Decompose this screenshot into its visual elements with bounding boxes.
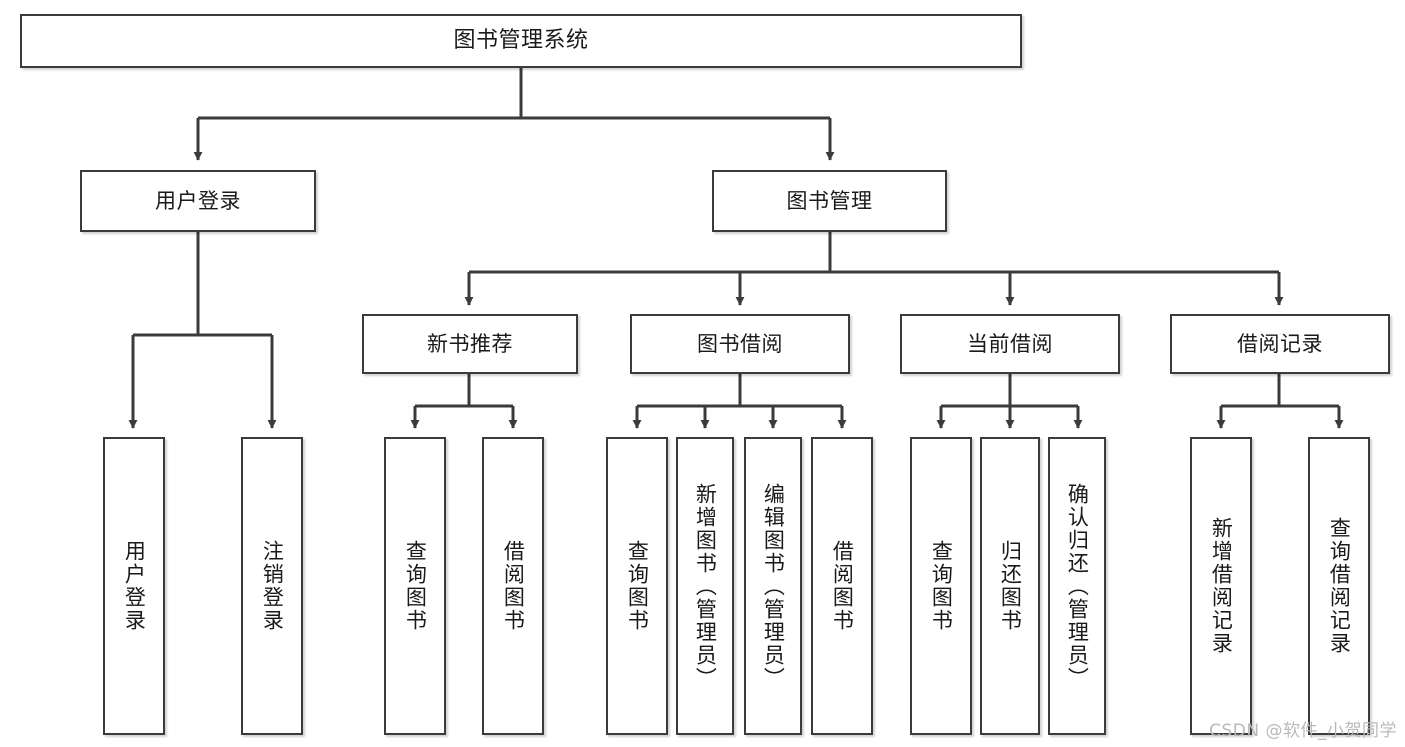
- node-leaf-confirm-return[interactable]: 确认归还（管理员）: [1048, 437, 1106, 735]
- node-leaf-add-book-label: 新增图书（管理员）: [693, 482, 718, 690]
- node-leaf-user-login[interactable]: 用户登录: [103, 437, 165, 735]
- node-leaf-return-book[interactable]: 归还图书: [980, 437, 1040, 735]
- node-root[interactable]: 图书管理系统: [20, 14, 1022, 68]
- node-leaf-borrow-book-2-label: 借阅图书: [830, 540, 855, 632]
- node-new-book-rec-label: 新书推荐: [427, 331, 513, 356]
- node-root-label: 图书管理系统: [453, 28, 589, 54]
- node-leaf-edit-book-label: 编辑图书（管理员）: [761, 482, 786, 690]
- csdn-watermark: CSDN @软件_小贺同学: [1209, 721, 1397, 741]
- node-leaf-edit-book[interactable]: 编辑图书（管理员）: [744, 437, 802, 735]
- node-user-login-label: 用户登录: [155, 188, 241, 213]
- node-leaf-query-book-2[interactable]: 查询图书: [606, 437, 668, 735]
- node-current-borrow-label: 当前借阅: [967, 331, 1053, 356]
- node-leaf-confirm-return-label: 确认归还（管理员）: [1065, 482, 1090, 690]
- node-leaf-add-book[interactable]: 新增图书（管理员）: [676, 437, 734, 735]
- node-leaf-add-record[interactable]: 新增借阅记录: [1190, 437, 1252, 735]
- node-leaf-borrow-book-2[interactable]: 借阅图书: [811, 437, 873, 735]
- node-user-login[interactable]: 用户登录: [80, 170, 316, 232]
- node-current-borrow[interactable]: 当前借阅: [900, 314, 1120, 374]
- node-leaf-query-book-3[interactable]: 查询图书: [910, 437, 972, 735]
- node-borrow-record[interactable]: 借阅记录: [1170, 314, 1390, 374]
- node-leaf-query-book-2-label: 查询图书: [625, 540, 650, 632]
- node-leaf-query-book-1-label: 查询图书: [403, 540, 428, 632]
- node-leaf-return-book-label: 归还图书: [998, 540, 1023, 632]
- node-leaf-add-record-label: 新增借阅记录: [1209, 517, 1234, 655]
- node-leaf-query-record[interactable]: 查询借阅记录: [1308, 437, 1370, 735]
- node-borrow-record-label: 借阅记录: [1237, 331, 1323, 356]
- node-book-borrow[interactable]: 图书借阅: [630, 314, 850, 374]
- node-leaf-logout[interactable]: 注销登录: [241, 437, 303, 735]
- node-leaf-query-book-1[interactable]: 查询图书: [384, 437, 446, 735]
- node-book-manage-label: 图书管理: [786, 188, 873, 213]
- node-book-manage[interactable]: 图书管理: [712, 170, 947, 232]
- node-leaf-borrow-book-1[interactable]: 借阅图书: [482, 437, 544, 735]
- node-leaf-logout-label: 注销登录: [260, 540, 285, 632]
- node-new-book-rec[interactable]: 新书推荐: [362, 314, 578, 374]
- node-leaf-user-login-label: 用户登录: [122, 540, 147, 632]
- node-book-borrow-label: 图书借阅: [697, 331, 783, 356]
- node-leaf-borrow-book-1-label: 借阅图书: [501, 540, 526, 632]
- node-leaf-query-record-label: 查询借阅记录: [1327, 517, 1352, 655]
- node-leaf-query-book-3-label: 查询图书: [929, 540, 954, 632]
